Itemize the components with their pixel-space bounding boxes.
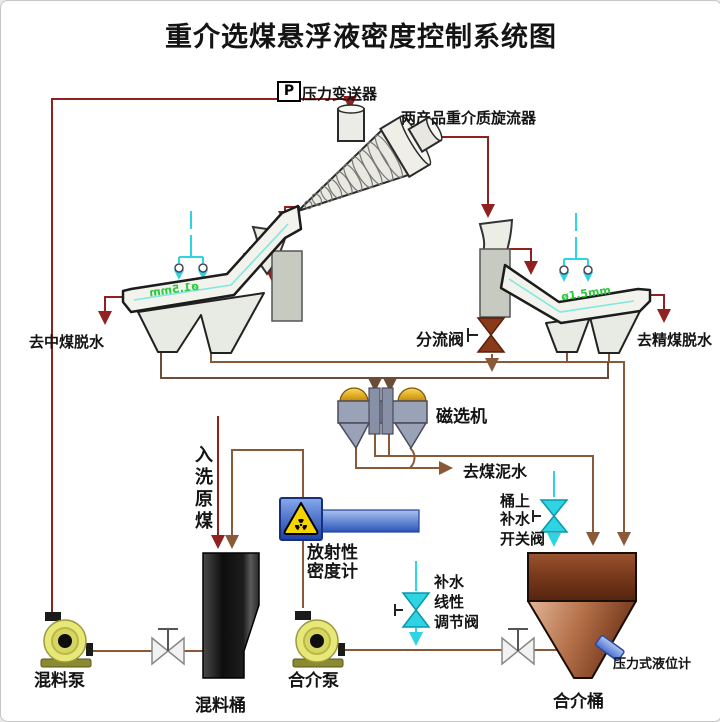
separator-dome-right (397, 387, 427, 403)
to-slime-water-label: 去煤泥水 (463, 462, 528, 481)
magnetic-separator (337, 387, 428, 450)
level-gauge-label: 压力式液位计 (613, 657, 692, 672)
dense-medium-cyclone (297, 115, 443, 212)
pressure-level-gauge-icon (594, 635, 625, 662)
valve-handle (158, 628, 178, 651)
screen-right-deck (499, 263, 652, 325)
medium-tank-outlet-valve (501, 628, 535, 666)
screen-left-middlings (121, 204, 303, 354)
splitter-valve-label: 分流阀 (416, 330, 465, 349)
radioactive-density-meter (279, 497, 420, 541)
screen-left-hoppers (137, 292, 265, 354)
screen-left-deck (121, 204, 303, 314)
splitter-valve-handle (467, 328, 478, 342)
pipe-magnetics-concentrate (374, 433, 593, 544)
medium-tank-label: 合介桶 (553, 692, 604, 712)
valve-handle (508, 628, 528, 651)
splitter-valve (467, 317, 506, 353)
raw-coal-feed-label: 入洗原煤 (192, 445, 213, 533)
tank-top-valve-label-2: 补水 (500, 510, 531, 528)
pipe-lower-collect (160, 351, 609, 392)
makeup-valve-label-2: 线性 (434, 593, 465, 611)
separator-dome-left (339, 387, 369, 403)
tank-top-makeup-valve (532, 471, 569, 547)
valve-handle (394, 604, 403, 616)
spray-nozzle-icon (174, 263, 184, 273)
density-meter-label-2: 密度计 (307, 562, 358, 582)
pressure-transmitter-label: 压力变送器 (302, 85, 378, 103)
makeup-valve-label-3: 调节阀 (434, 613, 480, 631)
mixing-tank-outlet-valve (151, 628, 185, 666)
pipe-cyclone-overflow (429, 136, 495, 218)
screen-left-deck-line (133, 223, 289, 301)
pipe-to-middlings (98, 296, 123, 325)
mixing-pump-icon (40, 612, 93, 668)
mixing-tank-label: 混料桶 (195, 696, 246, 716)
spray-nozzle-icon (583, 265, 593, 275)
spray-right (559, 213, 593, 282)
pipe-upper-collect (210, 352, 624, 544)
separator-cone-right (393, 422, 428, 450)
medium-pump-icon (292, 611, 345, 668)
medium-pump-label: 合介泵 (288, 671, 339, 691)
tank-top-valve-label-1: 桶上 (500, 492, 531, 510)
screen-right-clean-coal (479, 248, 652, 354)
valve-handle (532, 510, 541, 522)
radiation-trefoil-icon (294, 518, 308, 531)
medium-tank-body (527, 552, 637, 679)
cyclone-label: 两产品重介质旋流器 (401, 109, 537, 127)
mixing-pump-label: 混料泵 (34, 671, 85, 691)
tank-top-valve-label-3: 开关阀 (500, 530, 546, 548)
pipe-pump-to-cyclone-feed (51, 96, 671, 617)
screen-right-deck-line (508, 278, 635, 313)
pressure-transmitter-symbol: P (277, 81, 301, 102)
pipe-cone2-slime (409, 447, 416, 469)
cyclone-spiral-ribs (304, 134, 403, 210)
makeup-valve-label-1: 补水 (434, 573, 465, 591)
to-middlings-label: 去中煤脱水 (29, 333, 105, 351)
mixing-tank-body (202, 552, 260, 679)
to-clean-coal-label: 去精煤脱水 (637, 331, 713, 349)
screen-left-feedbox (271, 250, 303, 322)
spray-nozzle-icon (559, 265, 569, 275)
diagram-title: 重介选煤悬浮液密度控制系统图 (165, 22, 557, 53)
pipe-to-clean-coal (650, 294, 671, 323)
pipe-to-slime-water (355, 448, 453, 475)
density-meter-label-1: 放射性 (307, 543, 358, 563)
spray-nozzle-icon (198, 263, 208, 273)
separator-cone-left (337, 422, 371, 450)
magnetic-separator-label: 磁选机 (436, 407, 487, 427)
cyclone-inlet (337, 104, 365, 142)
makeup-linear-control-valve (394, 561, 431, 646)
radiation-triangle-icon (283, 502, 319, 535)
